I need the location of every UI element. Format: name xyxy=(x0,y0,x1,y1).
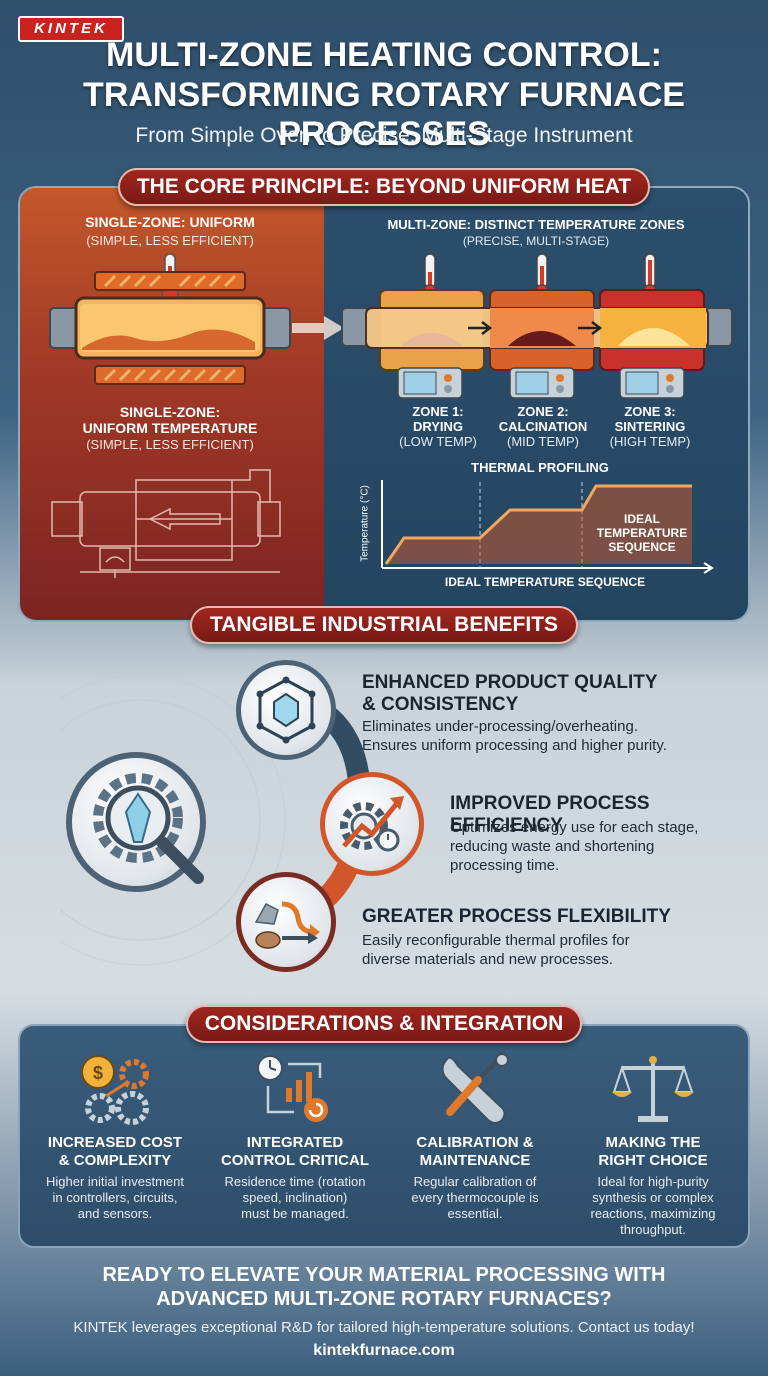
consideration-1-title-line2: & COMPLEXITY xyxy=(58,1152,172,1169)
website-link[interactable]: kintekfurnace.com xyxy=(313,1342,455,1359)
single-zone-furnace-illustration xyxy=(49,253,291,385)
considerations-banner: CONSIDERATIONS & INTEGRATION xyxy=(186,1005,582,1043)
consideration-4-title-line2: RIGHT CHOICE xyxy=(598,1152,708,1169)
consideration-3: CALIBRATION & MAINTENANCE Regular calibr… xyxy=(390,1134,560,1222)
cost-gears-icon: $ xyxy=(81,1055,149,1125)
thermal-profile-xlabel: IDEAL TEMPERATURE SEQUENCE xyxy=(444,575,646,589)
zone-3-label: ZONE 3: SINTERING (HIGH TEMP) xyxy=(600,404,700,449)
consideration-1-desc-line1: Higher initial investment xyxy=(45,1174,184,1189)
consideration-2-title-line2: CONTROL CRITICAL xyxy=(220,1152,370,1169)
thermal-profile-chart xyxy=(381,480,714,574)
ideal-sequence-box-line1: IDEAL xyxy=(624,512,660,526)
consideration-1-desc-line3: and sensors. xyxy=(77,1206,153,1221)
ideal-sequence-box: IDEAL TEMPERATURE SEQUENCE xyxy=(592,512,692,554)
consideration-3-title-line1: CALIBRATION & xyxy=(416,1134,534,1151)
consideration-2-desc-line3: must be managed. xyxy=(241,1206,349,1221)
single-zone-title-2-line2: UNIFORM TEMPERATURE xyxy=(82,420,258,436)
consideration-1-desc-line2: in controllers, circuits, xyxy=(52,1190,178,1205)
thermal-profile-ylabel-wrap: Temperature (°C) xyxy=(356,480,376,570)
consideration-1-title-line1: INCREASED COST xyxy=(47,1134,183,1151)
thermal-profile-ylabel: Temperature (°C) xyxy=(359,485,371,562)
transition-arrow-icon xyxy=(292,316,344,340)
multi-zone-subtitle: (PRECISE, MULTI-STAGE) xyxy=(462,234,610,248)
zone-2-number: ZONE 2: xyxy=(517,404,569,419)
zone-1-number: ZONE 1: xyxy=(412,404,464,419)
zone-3-name: SINTERING xyxy=(614,419,686,434)
benefit-3-circle xyxy=(236,872,336,972)
page-subtitle: From Simple Oven to Precise, Multi-Stage… xyxy=(135,124,633,147)
consideration-4-desc-line2: synthesis or complex xyxy=(592,1190,714,1205)
consideration-4-desc-line4: throughput. xyxy=(620,1222,686,1237)
balance-scale-icon xyxy=(612,1056,694,1122)
benefit-2-title: IMPROVED PROCESS EFFICIENCY xyxy=(450,793,650,836)
benefit-2-desc-line3: processing time. xyxy=(450,857,560,874)
benefit-2-desc-line1: Optimizes energy use for each stage, xyxy=(450,819,699,836)
consideration-4-desc-line3: reactions, maximizing xyxy=(590,1206,716,1221)
benefit-3-desc-line2: diverse materials and new processes. xyxy=(362,951,613,968)
benefits-banner: TANGIBLE INDUSTRIAL BENEFITS xyxy=(190,606,578,644)
consideration-2: INTEGRATED CONTROL CRITICAL Residence ti… xyxy=(210,1134,380,1222)
wrench-screwdriver-icon xyxy=(441,1053,509,1124)
considerations-panel xyxy=(18,1024,750,1248)
single-zone-title-2-line1: SINGLE-ZONE: xyxy=(119,404,221,420)
furnace-schematic-illustration xyxy=(51,469,281,578)
efficiency-gauge-icon xyxy=(340,796,404,852)
flexible-routing-icon xyxy=(254,901,320,949)
single-zone-subtitle-2: (SIMPLE, LESS EFFICIENT) xyxy=(86,437,254,452)
zone-1-temp: (LOW TEMP) xyxy=(399,434,477,449)
consideration-4: MAKING THE RIGHT CHOICE Ideal for high-p… xyxy=(568,1134,738,1238)
zone-2-name: CALCINATION xyxy=(498,419,588,434)
kintek-logo: KINTEK xyxy=(18,16,124,42)
cta-description: KINTEK leverages exceptional R&D for tai… xyxy=(73,1319,695,1336)
consideration-3-title-line2: MAINTENANCE xyxy=(419,1152,531,1169)
cta-heading-line2: ADVANCED MULTI-ZONE ROTARY FURNACES? xyxy=(156,1288,612,1310)
consideration-4-title-line1: MAKING THE xyxy=(605,1134,701,1151)
svg-text:$: $ xyxy=(93,1063,103,1083)
consideration-3-desc-line3: essential. xyxy=(447,1206,503,1221)
benefit-1-desc-line1: Eliminates under-processing/overheating. xyxy=(362,718,638,735)
ideal-sequence-box-line2: TEMPERATURE xyxy=(596,526,688,540)
ideal-sequence-box-line3: SEQUENCE xyxy=(608,540,676,554)
multi-zone-title: MULTI-ZONE: DISTINCT TEMPERATURE ZONES xyxy=(387,217,685,232)
benefit-2-desc-line2: reducing waste and shortening xyxy=(450,838,655,855)
benefit-1-desc-line2: Ensures uniform processing and higher pu… xyxy=(362,737,667,754)
zone-3-number: ZONE 3: xyxy=(624,404,676,419)
consideration-4-desc-line1: Ideal for high-purity xyxy=(597,1174,709,1189)
consideration-2-desc-line1: Residence time (rotation xyxy=(224,1174,366,1189)
consideration-3-desc-line2: every thermocouple is xyxy=(411,1190,539,1205)
consideration-2-desc-line2: speed, inclination) xyxy=(242,1190,348,1205)
integrated-control-icon xyxy=(257,1055,328,1122)
zone-2-temp: (MID TEMP) xyxy=(507,434,579,449)
single-zone-subtitle: (SIMPLE, LESS EFFICIENT) xyxy=(86,233,254,248)
zone-3-temp: (HIGH TEMP) xyxy=(609,434,691,449)
multi-zone-furnace-illustration xyxy=(341,253,733,399)
benefit-3-desc-line1: Easily reconfigurable thermal profiles f… xyxy=(362,932,630,949)
cta-heading-line1: READY TO ELEVATE YOUR MATERIAL PROCESSIN… xyxy=(102,1264,666,1286)
benefit-3-title: GREATER PROCESS FLEXIBILITY xyxy=(362,906,671,927)
thermal-profile-title: THERMAL PROFILING xyxy=(471,460,609,475)
single-zone-title: SINGLE-ZONE: UNIFORM xyxy=(85,214,255,230)
zone-1-name: DRYING xyxy=(412,419,464,434)
page-title-line1: MULTI-ZONE HEATING CONTROL: xyxy=(106,36,662,74)
zone-2-label: ZONE 2: CALCINATION (MID TEMP) xyxy=(488,404,598,449)
benefit-1-title-line2: & CONSISTENCY xyxy=(362,694,519,715)
gear-magnifier-icon xyxy=(93,773,204,884)
consideration-1: INCREASED COST & COMPLEXITY Higher initi… xyxy=(30,1134,200,1222)
benefit-1-title-line1: ENHANCED PRODUCT QUALITY xyxy=(362,672,658,693)
crystal-lattice-icon xyxy=(256,676,316,744)
consideration-2-title-line1: INTEGRATED xyxy=(246,1134,344,1151)
core-principle-banner: THE CORE PRINCIPLE: BEYOND UNIFORM HEAT xyxy=(118,168,650,206)
page-title-line2: TRANSFORMING ROTARY FURNACE PROCESSES xyxy=(83,76,685,153)
zone-1-label: ZONE 1: DRYING (LOW TEMP) xyxy=(388,404,488,449)
consideration-3-desc-line1: Regular calibration of xyxy=(413,1174,537,1189)
